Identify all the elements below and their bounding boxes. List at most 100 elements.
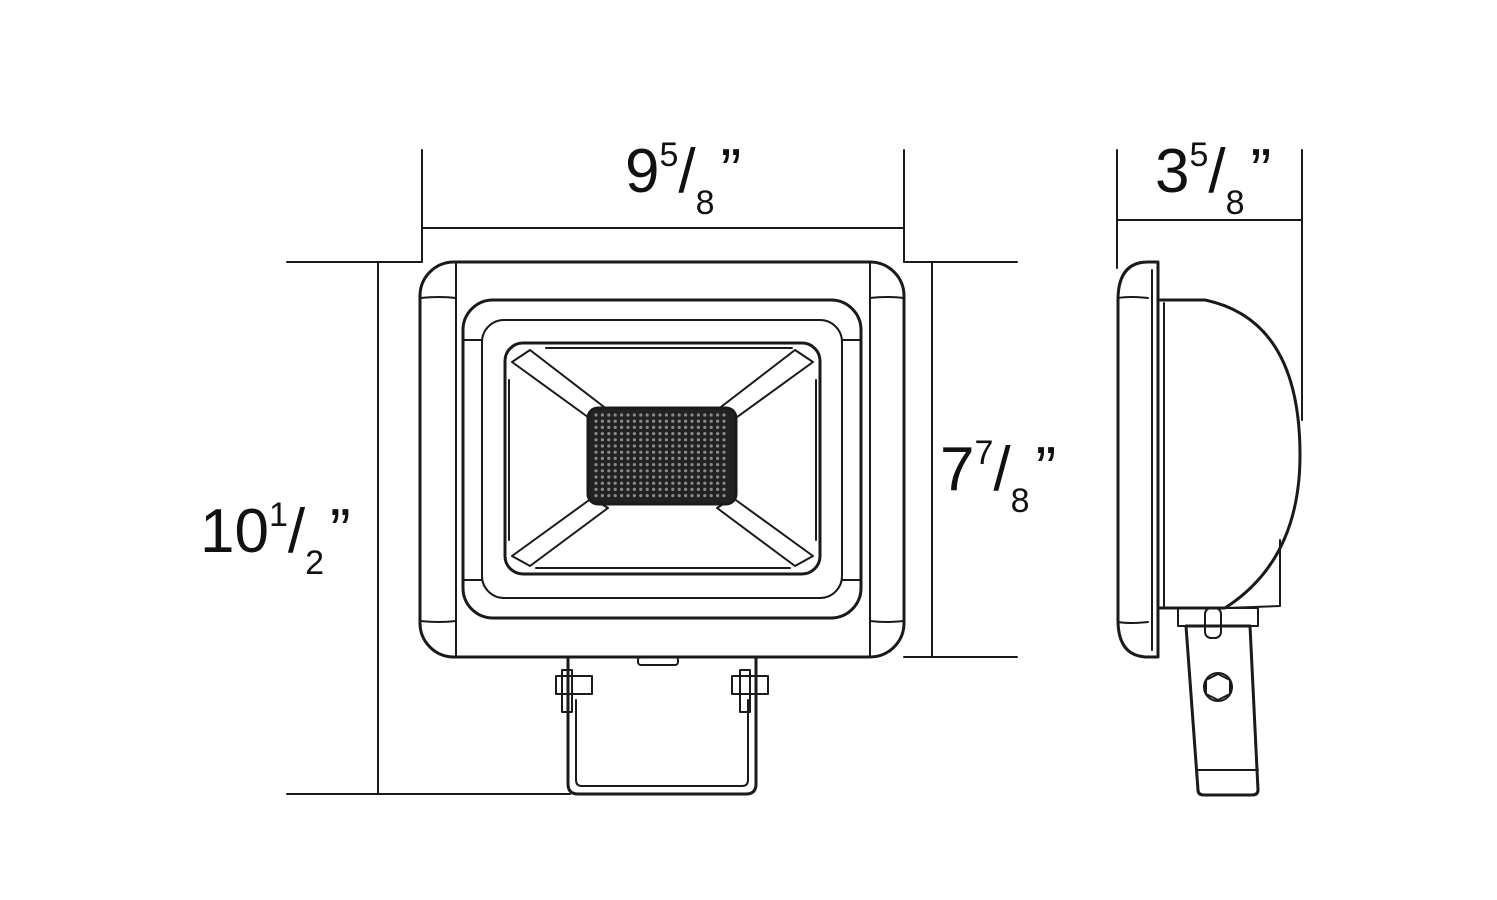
led-dot: [607, 432, 611, 436]
led-dot: [600, 419, 605, 423]
led-dot: [626, 475, 630, 479]
led-dot: [658, 432, 662, 436]
led-dot: [696, 481, 701, 485]
led-dot: [677, 475, 681, 479]
led-dot: [658, 425, 662, 429]
led-dot: [690, 494, 694, 498]
led-dot: [620, 463, 624, 467]
led-dot: [620, 438, 624, 442]
led-dot: [690, 444, 694, 448]
depth-dimension: 35/8”: [1116, 136, 1303, 421]
led-dot: [722, 494, 726, 498]
led-dot: [632, 469, 637, 473]
led-dot: [652, 469, 656, 473]
led-dot: [613, 425, 617, 429]
led-dot: [677, 432, 681, 436]
led-dot: [600, 475, 605, 479]
led-dot: [677, 444, 681, 448]
led-dot: [709, 425, 713, 429]
led-dot: [652, 432, 656, 436]
led-dot: [671, 450, 675, 454]
led-dot: [626, 438, 630, 442]
led-dot: [709, 494, 713, 498]
led-dot: [664, 413, 669, 417]
led-dot: [722, 450, 726, 454]
hex-bolt: [1205, 673, 1231, 701]
led-dot: [613, 487, 617, 491]
led-dot: [613, 419, 617, 423]
led-dot: [620, 494, 624, 498]
led-dot: [703, 456, 707, 460]
led-dot: [639, 413, 643, 417]
led-dot: [658, 469, 662, 473]
led-dot: [722, 463, 726, 467]
led-dot: [607, 413, 611, 417]
led-dot: [626, 432, 630, 436]
led-dot: [677, 494, 681, 498]
led-dot: [716, 456, 720, 460]
led-dot: [684, 475, 688, 479]
led-dot: [658, 438, 662, 442]
led-dot: [632, 444, 637, 448]
led-dot: [626, 419, 630, 423]
led-dot: [613, 494, 617, 498]
depth-dimension-label: 35/8”: [1155, 136, 1271, 222]
led-dot: [671, 413, 675, 417]
led-dot: [716, 481, 720, 485]
led-dot: [620, 469, 624, 473]
led-dot: [645, 438, 649, 442]
led-dot: [709, 469, 713, 473]
led-dot: [652, 450, 656, 454]
led-dot: [639, 469, 643, 473]
led-dot: [658, 450, 662, 454]
led-dot: [722, 469, 726, 473]
led-dot: [632, 487, 637, 491]
led-dot: [722, 432, 726, 436]
led-dot: [652, 456, 656, 460]
led-dot: [594, 425, 598, 429]
led-dot: [722, 444, 726, 448]
led-dot: [626, 494, 630, 498]
led-dot: [639, 444, 643, 448]
led-dot: [594, 432, 598, 436]
led-dot: [600, 469, 605, 473]
led-dot: [652, 487, 656, 491]
led-dot: [684, 494, 688, 498]
led-dot: [658, 475, 662, 479]
led-dot: [690, 481, 694, 485]
led-dot: [620, 456, 624, 460]
led-dot: [607, 438, 611, 442]
led-dot: [607, 475, 611, 479]
led-dot: [652, 494, 656, 498]
led-dot: [658, 456, 662, 460]
led-dot: [696, 494, 701, 498]
led-dot: [652, 413, 656, 417]
led-dot: [594, 481, 598, 485]
led-dot: [632, 494, 637, 498]
led-dot: [703, 463, 707, 467]
led-dot: [658, 444, 662, 448]
led-dot: [716, 444, 720, 448]
led-dot: [652, 438, 656, 442]
led-dot: [632, 463, 637, 467]
led-dot: [600, 463, 605, 467]
led-dot: [696, 463, 701, 467]
led-dot: [607, 494, 611, 498]
led-dot: [632, 481, 637, 485]
led-dot: [645, 494, 649, 498]
led-dot: [671, 438, 675, 442]
led-dot: [607, 469, 611, 473]
led-dot: [626, 444, 630, 448]
led-dot: [594, 438, 598, 442]
led-dot: [639, 438, 643, 442]
led-dot: [690, 413, 694, 417]
led-dot: [632, 450, 637, 454]
led-dot: [600, 487, 605, 491]
led-dot: [696, 438, 701, 442]
led-dot: [696, 413, 701, 417]
led-dot: [696, 487, 701, 491]
led-dot: [613, 481, 617, 485]
led-dot: [690, 450, 694, 454]
led-dot: [677, 413, 681, 417]
led-dot: [684, 413, 688, 417]
